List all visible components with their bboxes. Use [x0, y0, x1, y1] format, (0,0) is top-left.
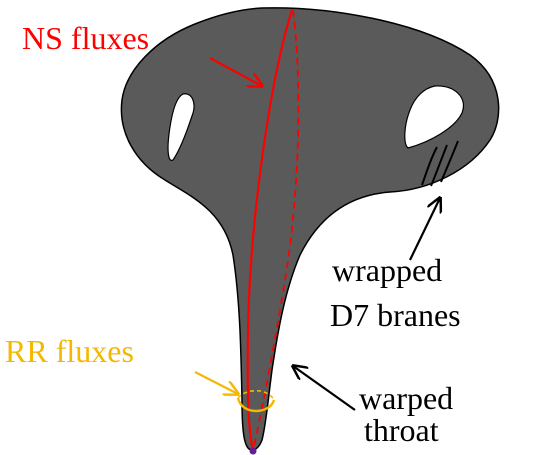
ns-fluxes-label: NS fluxes	[22, 21, 149, 55]
wrapped-d7-label-line2: D7 branes	[330, 298, 461, 332]
warped-throat-label-line2: throat	[364, 413, 439, 447]
rr-fluxes-label: RR fluxes	[5, 334, 134, 368]
warped-throat-label-line1: warped	[359, 381, 453, 415]
wrapped-d7-label-line1: wrapped	[332, 253, 442, 287]
rr-flux-arrow	[195, 372, 238, 394]
d7-branes-arrow	[410, 198, 440, 260]
throat-tip-point	[250, 448, 257, 455]
warped-throat-arrow	[293, 366, 355, 410]
